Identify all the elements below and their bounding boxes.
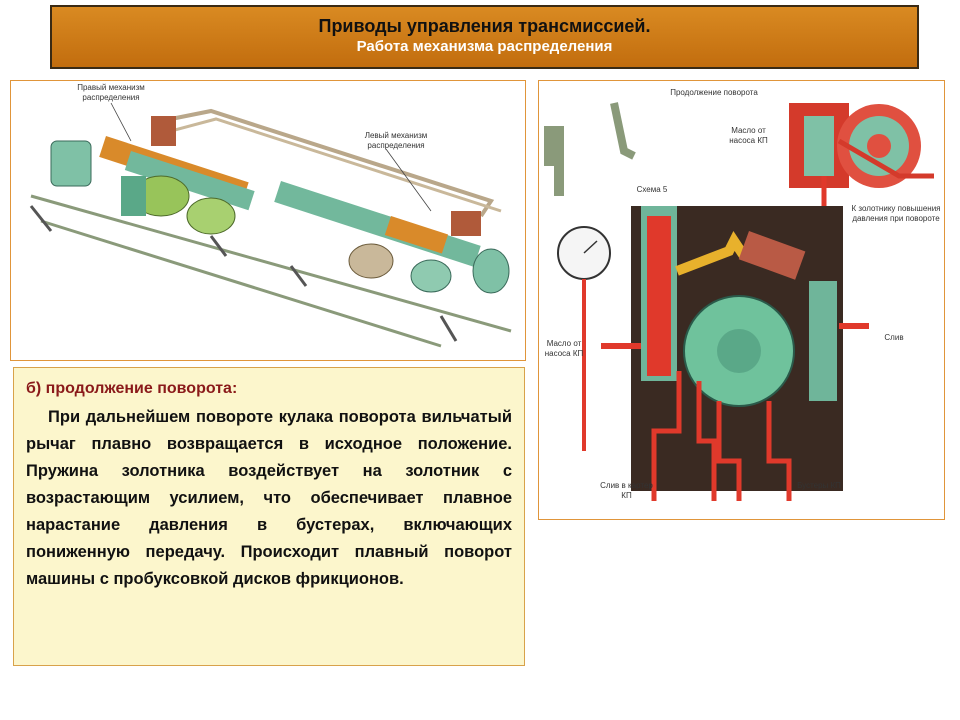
scheme-drawing: [544, 102, 934, 501]
label-oil-from-pump-top: Масло от насоса КП: [729, 126, 768, 145]
label-to-pressure-spool: К золотнику повышения давления при повор…: [851, 204, 941, 223]
label-scheme-5: Схема 5: [636, 185, 668, 194]
section-heading: б) продолжение поворота:: [26, 380, 238, 397]
hydraulic-scheme: Продолжение поворота Масло от насоса КП …: [538, 80, 945, 520]
label-right-mechanism: Правый механизм распределения: [77, 83, 145, 102]
mechanism-drawing: [29, 102, 512, 348]
label-oil-from-pump-left: Масло от насоса КП: [544, 339, 584, 358]
label-boosters: Бустеры КП: [797, 481, 841, 490]
label-drain: Слив: [884, 333, 904, 342]
mechanism-illustration: Правый механизм распределения Левый меха…: [10, 80, 526, 361]
label-left-mechanism: Левый механизм распределения: [364, 131, 428, 150]
title-bar: Приводы управления трансмиссией. Работа …: [50, 5, 919, 69]
description-box: б) продолжение поворота: При дальнейшем …: [13, 367, 525, 666]
label-continue-turn: Продолжение поворота: [670, 88, 758, 97]
section-body: При дальнейшем повороте кулака поворота …: [26, 408, 512, 588]
page-subtitle: Работа механизма распределения: [356, 38, 613, 55]
label-drain-to-case: Слив в картер КП: [600, 481, 653, 500]
page-title: Приводы управления трансмиссией.: [318, 16, 651, 36]
